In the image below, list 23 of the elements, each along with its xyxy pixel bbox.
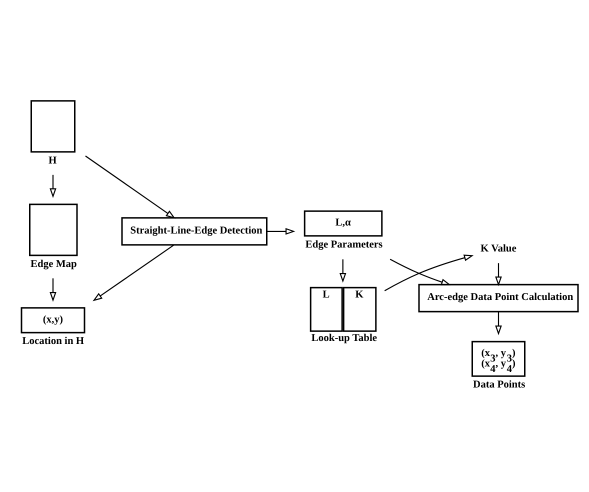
arrow: [266, 228, 296, 235]
arrow: [85, 156, 176, 219]
arrow: [50, 278, 56, 302]
node-label: Data Points: [473, 380, 526, 391]
node-label: H: [48, 155, 57, 166]
node-label: Look-up Table: [311, 333, 378, 344]
arrow: [495, 312, 502, 336]
node-label: Edge Parameters: [305, 239, 383, 250]
arrow: [50, 174, 56, 198]
arrow: [92, 244, 174, 302]
node-label: Location in H: [22, 336, 84, 348]
node-box: L,α: [304, 210, 383, 237]
node-text: K Value: [480, 243, 516, 254]
arrow: [339, 259, 346, 283]
arrow: [390, 258, 451, 286]
node-label: Edge Map: [30, 258, 77, 270]
node-box: Arc-edge Data Point Calculation: [418, 284, 579, 312]
node-box: [29, 204, 78, 256]
node-box: [30, 100, 76, 153]
node-box: (x,y): [20, 307, 86, 334]
arrow: [384, 254, 474, 292]
arrow: [495, 263, 502, 286]
node-box: Straight-Line-Edge Detection: [121, 217, 268, 246]
